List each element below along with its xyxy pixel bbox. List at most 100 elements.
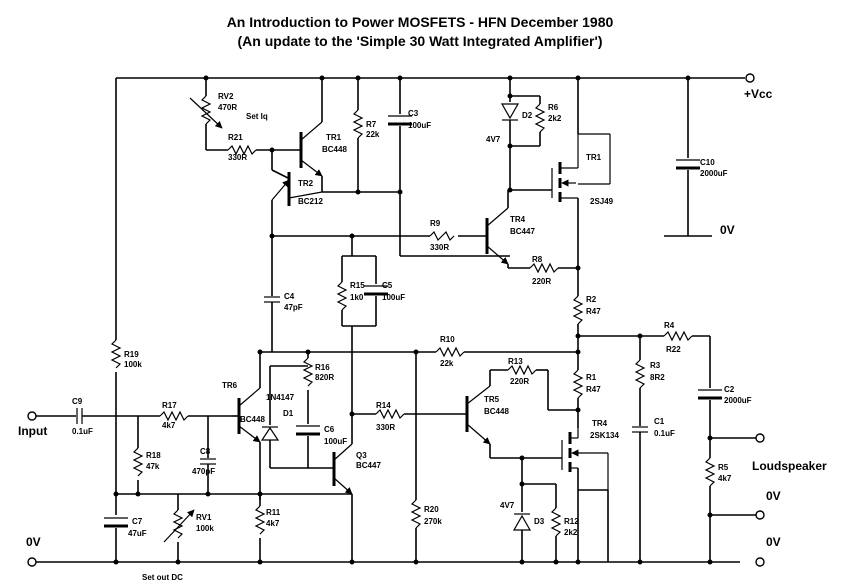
r17-value: 4k7 [162,421,176,430]
d2-label: D2 [522,111,533,120]
c9-label: C9 [72,397,83,406]
r6-label: R6 [548,103,559,112]
r8-label: R8 [532,255,543,264]
r6-value: 2k2 [548,114,562,123]
c2-value: 2000uF [724,396,752,405]
r16-label: R16 [315,363,330,372]
r12-label: R12 [564,517,579,526]
r8-value: 220R [532,277,551,286]
tr4-label: TR4 [510,215,526,224]
r2-value: R47 [586,307,601,316]
r20-label: R20 [424,505,439,514]
c3-label: C3 [408,109,419,118]
c8-label: C8 [200,447,211,456]
tr6-label: TR6 [222,381,238,390]
c9-value: 0.1uF [72,427,93,436]
c6-label: C6 [324,425,335,434]
r9-label: R9 [430,219,441,228]
r21-label: R21 [228,133,243,142]
q3-transistor: Q3 BC447 [332,443,381,495]
c4-label: C4 [284,292,295,301]
c10-value: 2000uF [700,169,728,178]
r11-value: 4k7 [266,519,280,528]
diagram-subtitle: (An update to the 'Simple 30 Watt Integr… [238,33,603,49]
loudspeaker-label: Loudspeaker [752,459,827,473]
r10-value: 22k [440,359,454,368]
tr6-value: BC448 [240,415,265,424]
r13-label: R13 [508,357,523,366]
q3-value: BC447 [356,461,381,470]
tr2-transistor: TR2 BC212 [271,172,323,206]
rv2-label: RV2 [218,92,234,101]
r19-label: R19 [124,350,139,359]
ground-label-out2: 0V [766,535,781,549]
tr1-value: BC448 [322,145,347,154]
d2-zener: 4V7 [486,135,501,144]
r21-value: 330R [228,153,247,162]
ground-label-left: 0V [26,535,41,549]
r20-value: 270k [424,517,442,526]
r3-label: R3 [650,361,661,370]
mosfet-tr1: TR1 2SJ49 [551,133,614,206]
diagram-title: An Introduction to Power MOSFETS - HFN D… [227,14,614,30]
tr4-transistor: TR4 BC447 [485,207,535,265]
c8-value: 470pF [192,467,215,476]
set-iq-label: Set Iq [246,112,268,121]
c1-value: 0.1uF [654,429,675,438]
tr5-transistor: TR5 BC448 [465,385,509,445]
rv1-value: 100k [196,524,214,533]
r12-value: 2k2 [564,528,578,537]
q3-label: Q3 [356,451,367,460]
c7-label: C7 [132,517,143,526]
r10-label: R10 [440,335,455,344]
d3-zener: 4V7 [500,501,515,510]
r19-value: 100k [124,360,142,369]
vcc-rail: +Vcc [116,73,773,101]
mosfet-tr1-label: TR1 [586,153,602,162]
tr4-value: BC447 [510,227,535,236]
r7-value: 22k [366,130,380,139]
r16-value: 820R [315,373,334,382]
r14-label: R14 [376,401,391,410]
ground-label-mid: 0V [720,223,735,237]
mosfet-tr4-label: TR4 [592,419,608,428]
r15-label: R15 [350,281,365,290]
input-label: Input [18,424,47,438]
tr5-label: TR5 [484,395,500,404]
mosfet-tr4-value: 2SK134 [590,431,619,440]
r9-value: 330R [430,243,449,252]
mosfet-tr1-value: 2SJ49 [590,197,614,206]
tr2-value: BC212 [298,197,323,206]
r4-value: R22 [666,345,681,354]
c1-label: C1 [654,417,665,426]
tr2-label: TR2 [298,179,314,188]
set-dc-label: Set out DC [142,573,183,582]
rv1-label: RV1 [196,513,212,522]
d1-value: 1N4147 [266,393,295,402]
ground-label-out1: 0V [766,489,781,503]
c5-value: 100uF [382,293,405,302]
ground-rail: 0V 0V [26,535,781,567]
r7-label: R7 [366,120,377,129]
tr6-transistor: TR6 BC448 [222,381,265,443]
c2-label: C2 [724,385,735,394]
tr1-transistor: TR1 BC448 [299,121,347,177]
r13-value: 220R [510,377,529,386]
c3-value: 100uF [408,121,431,130]
r17-label: R17 [162,401,177,410]
tr1-label: TR1 [326,133,342,142]
r2-label: R2 [586,295,597,304]
r3-value: 8R2 [650,373,665,382]
d3-label: D3 [534,517,545,526]
r1-value: R47 [586,385,601,394]
c4-value: 47pF [284,303,303,312]
r5-label: R5 [718,463,729,472]
r15-value: 1k0 [350,293,364,302]
c7-value: 47uF [128,529,147,538]
rv2-value: 470R [218,103,237,112]
r5-value: 4k7 [718,474,732,483]
r4-label: R4 [664,321,675,330]
mosfet-tr4: TR4 2SK134 [561,419,619,490]
r11-label: R11 [266,508,281,517]
